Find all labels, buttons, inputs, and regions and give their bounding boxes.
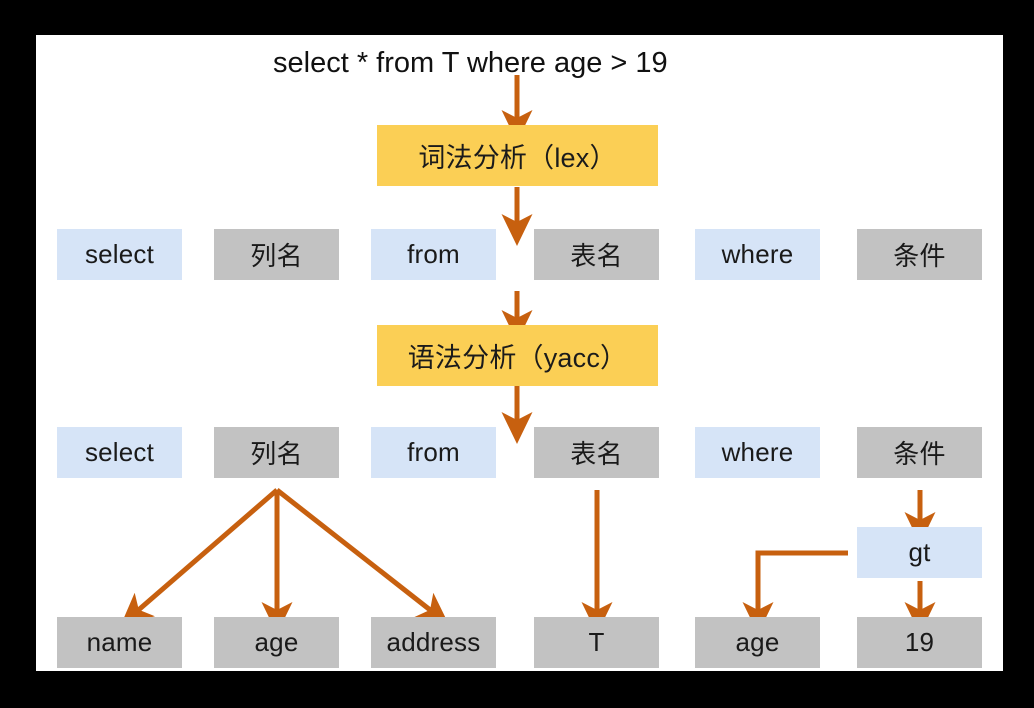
leaf-box-name: name [57,617,182,668]
stage-box-yacc: 语法分析（yacc） [377,325,658,386]
yacc-token-condition: 条件 [857,427,982,478]
leaf-box-19: 19 [857,617,982,668]
lex-token-condition: 条件 [857,229,982,280]
yacc-token-column-name: 列名 [214,427,339,478]
arrow-gt-to-age [742,550,848,635]
leaf-box-age-column: age [214,617,339,668]
lex-token-column-name: 列名 [214,229,339,280]
arrow-col-to-address [275,488,449,625]
yacc-token-table-name: 表名 [534,427,659,478]
operator-box-gt: gt [857,527,982,578]
leaf-box-address: address [371,617,496,668]
yacc-token-select: select [57,427,182,478]
arrow-col-to-name [120,488,279,626]
lex-token-from: from [371,229,496,280]
stage-box-lex: 词法分析（lex） [377,125,658,186]
lex-token-where: where [695,229,820,280]
leaf-box-table-t: T [534,617,659,668]
lex-token-select: select [57,229,182,280]
sql-query-title: select * from T where age > 19 [273,47,668,79]
diagram-canvas: select * from T where age > 19 词法分析（lex）… [36,35,1003,671]
leaf-box-age-operand: age [695,617,820,668]
yacc-token-from: from [371,427,496,478]
lex-token-table-name: 表名 [534,229,659,280]
yacc-token-where: where [695,427,820,478]
